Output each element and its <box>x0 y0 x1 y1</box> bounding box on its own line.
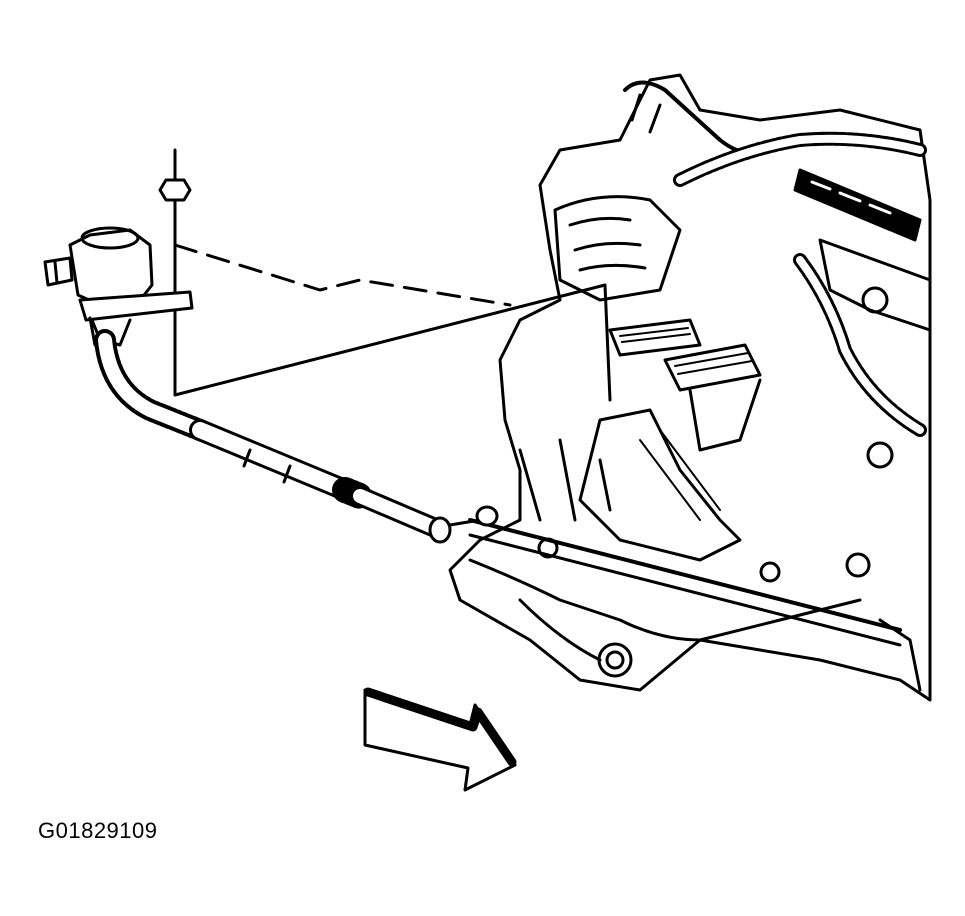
callout-lines <box>173 148 612 402</box>
sensor-assembly <box>43 226 194 347</box>
stud-nut <box>158 178 192 202</box>
forward-arrow-icon <box>363 687 517 792</box>
engine-assembly <box>448 73 932 702</box>
leader-line-main <box>173 148 607 397</box>
figure-id-label: G01829109 <box>38 818 158 843</box>
wire-harness <box>94 329 499 544</box>
leader-line-drop <box>603 283 612 402</box>
leader-line-dashed <box>173 243 512 307</box>
